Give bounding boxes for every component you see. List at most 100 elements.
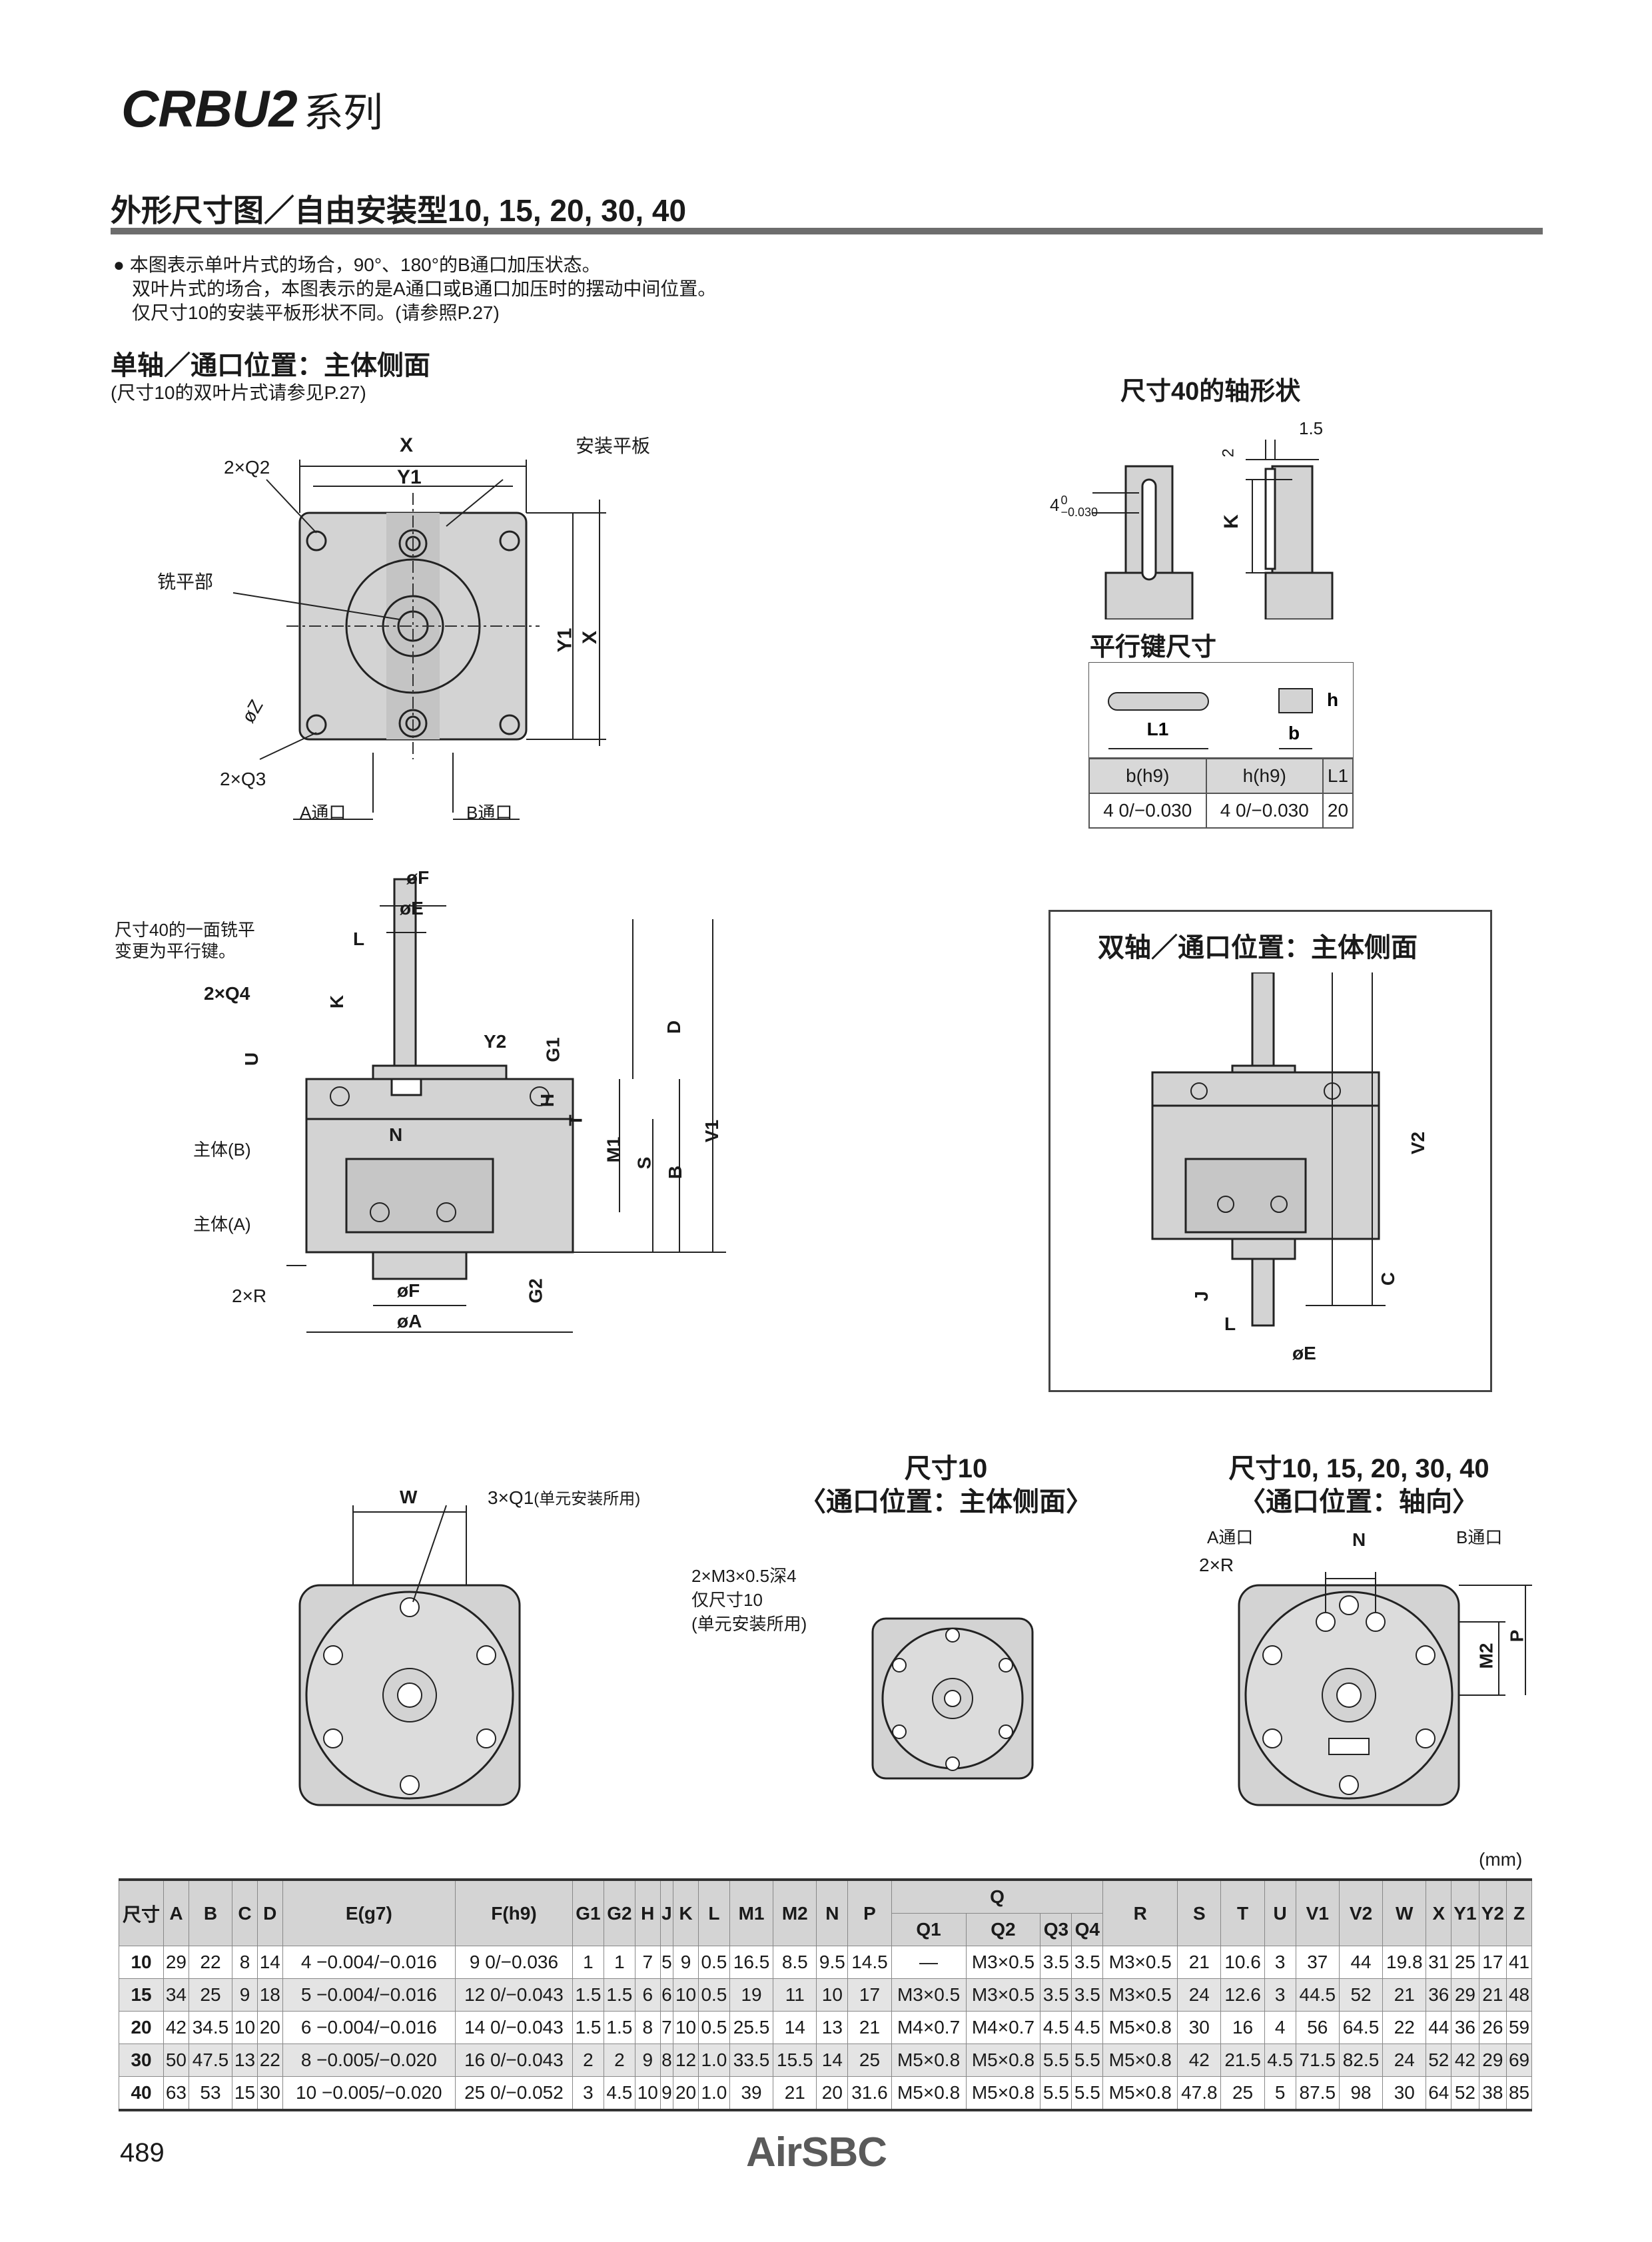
table-cell: 14 0/−0.043 — [454, 2011, 573, 2044]
table-cell: 25 — [1220, 2076, 1265, 2111]
col-header: Q1 — [891, 1913, 967, 1946]
table-cell: 4 −0.004/−0.016 — [282, 1946, 456, 1979]
table-cell: 47.5 — [188, 2044, 233, 2077]
side-v1: V1 — [701, 1119, 723, 1143]
table-cell: 1.0 — [697, 2044, 730, 2077]
table-cell: 0.5 — [697, 1946, 730, 1979]
col-header: Q4 — [1071, 1913, 1104, 1946]
shaft40-title: 尺寸40的轴形状 — [1120, 378, 1301, 406]
single-axis-note: (尺寸10的双叶片式请参见P.27) — [111, 382, 366, 403]
table-cell: 22 — [188, 1946, 233, 1979]
table-cell: 10 — [232, 2011, 258, 2044]
table-cell: 17 — [1478, 1946, 1507, 1979]
table-cell: 4.5 — [603, 2076, 635, 2111]
table-cell: — — [891, 1946, 967, 1979]
size-cell: 15 — [118, 1978, 165, 2012]
table-cell: 6 — [634, 1978, 661, 2012]
table-cell: 10 — [673, 2011, 699, 2044]
size10-note3: (单元安装所用) — [691, 1614, 807, 1634]
table-cell: 34.5 — [188, 2011, 233, 2044]
col-header: Q2 — [965, 1913, 1041, 1946]
table-cell: 20 — [256, 2011, 283, 2044]
col-header: L — [697, 1878, 730, 1946]
side-m1: M1 — [603, 1136, 624, 1163]
dim-y1: Y1 — [397, 466, 422, 488]
size10-title2: 〈通口位置：主体侧面〉 — [799, 1487, 1092, 1517]
label-plate: 安装平板 — [576, 436, 651, 456]
table-cell: 12 — [673, 2044, 699, 2077]
col-header: T — [1220, 1878, 1265, 1946]
table-cell: 34 — [163, 1978, 189, 2012]
table-cell: 42 — [1177, 2044, 1222, 2077]
table-header-row: 尺寸 A B C D E(g7) F(h9) G1 G2 H J K L M1 … — [118, 1878, 1532, 1946]
table-cell: 29 — [163, 1946, 189, 1979]
table-cell: 4.5 — [1264, 2044, 1296, 2077]
axial-drawing — [1238, 1572, 1532, 1806]
table-cell: 9 0/−0.036 — [454, 1946, 573, 1979]
table-cell: 63 — [163, 2076, 189, 2111]
table-cell: 36 — [1451, 2011, 1479, 2044]
double-c: C — [1378, 1272, 1399, 1286]
key-header: b(h9) — [1088, 758, 1207, 794]
axial-port-b: B通口 — [1456, 1527, 1503, 1547]
table-cell: M3×0.5 — [1102, 1946, 1178, 1979]
single-axis-title: 单轴／通口位置：主体侧面 — [111, 351, 430, 380]
table-cell: 44 — [1426, 2011, 1452, 2044]
brand-logo: AirSBC — [746, 2129, 887, 2175]
table-cell: 64.5 — [1338, 2011, 1384, 2044]
table-cell: 38 — [1478, 2076, 1507, 2111]
side-s: S — [633, 1156, 655, 1170]
dim-x-vert: X — [579, 630, 602, 645]
axial-port-a: A通口 — [1207, 1527, 1254, 1547]
table-cell: 13 — [816, 2011, 849, 2044]
table-cell: 36 — [1426, 1978, 1452, 2012]
table-cell: 5.5 — [1071, 2044, 1104, 2077]
key-label-l1: L1 — [1147, 719, 1169, 739]
size10-title1: 尺寸10 — [904, 1454, 988, 1483]
label-port-a: A通口 — [300, 803, 346, 823]
table-cell: 64 — [1426, 2076, 1452, 2111]
side-phi-f: øF — [406, 867, 430, 888]
table-cell: 20 — [673, 2076, 699, 2111]
side-body-b: 主体(B) — [193, 1140, 251, 1160]
size10-note1: 2×M3×0.5深4 — [691, 1566, 797, 1586]
key-cell: 4 0/−0.030 — [1088, 793, 1207, 829]
top-view-drawing — [232, 460, 606, 820]
col-header: Q3 — [1040, 1913, 1072, 1946]
table-cell: 22 — [256, 2044, 283, 2077]
table-cell: 10 — [673, 1978, 699, 2012]
table-cell: 31.6 — [847, 2076, 892, 2111]
side-body-a: 主体(A) — [193, 1214, 251, 1234]
table-cell: 8 — [659, 2044, 674, 2077]
col-header: S — [1177, 1878, 1222, 1946]
col-header: W — [1382, 1878, 1427, 1946]
double-phi-e: øE — [1292, 1343, 1316, 1363]
tol-lower: −0.030 — [1060, 506, 1098, 519]
size-cell: 30 — [118, 2044, 165, 2077]
table-cell: M5×0.8 — [891, 2076, 967, 2111]
table-cell: 25 — [1451, 1946, 1479, 1979]
shaft40-dim-2: 2 — [1219, 448, 1238, 458]
col-header: H — [634, 1878, 661, 1946]
table-cell: 21 — [847, 2011, 892, 2044]
side-n: N — [389, 1124, 403, 1145]
table-cell: 71.5 — [1295, 2044, 1340, 2077]
table-cell: 16.5 — [729, 1946, 774, 1979]
table-cell: 98 — [1338, 2076, 1384, 2111]
col-header: P — [847, 1878, 892, 1946]
table-cell: 21 — [1478, 1978, 1507, 2012]
table-cell: 10 — [634, 2076, 661, 2111]
table-cell: 42 — [163, 2011, 189, 2044]
key-drawing: L1 b h — [1088, 662, 1354, 758]
table-cell: 20 — [816, 2076, 849, 2111]
table-cell: M5×0.8 — [965, 2076, 1041, 2111]
table-cell: 5.5 — [1071, 2076, 1104, 2111]
col-header: Z — [1506, 1878, 1532, 1946]
table-cell: 6 — [659, 1978, 674, 2012]
side-g2: G2 — [525, 1278, 546, 1304]
table-cell: 42 — [1451, 2044, 1479, 2077]
col-header: A — [163, 1878, 189, 1946]
shaft40-drawing — [1092, 440, 1334, 619]
side-phi-a: øA — [397, 1311, 422, 1331]
